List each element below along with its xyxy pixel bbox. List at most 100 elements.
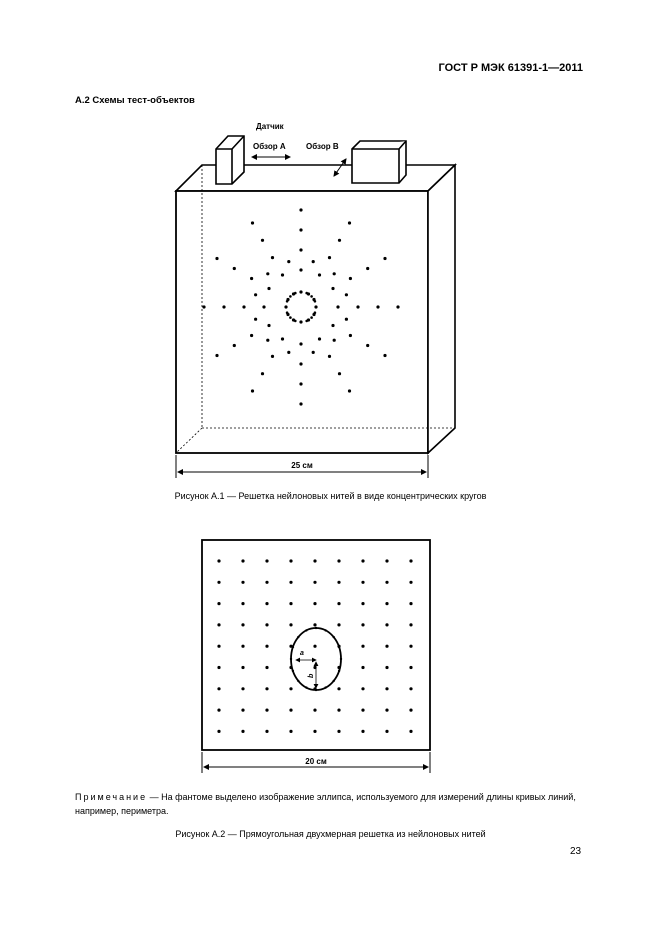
grid-dot — [313, 644, 317, 648]
radial-dot — [202, 305, 206, 309]
radial-dot — [366, 266, 370, 271]
grid-dot — [313, 559, 317, 563]
grid-dot — [361, 623, 365, 627]
grid-dot — [313, 708, 317, 712]
grid-dot — [265, 580, 269, 584]
radial-target-dots — [202, 208, 400, 406]
grid-dot — [337, 602, 341, 606]
grid-dot — [409, 665, 413, 670]
grid-dot — [337, 729, 341, 734]
grid-dot — [241, 644, 245, 648]
grid-dot — [217, 580, 221, 584]
grid-dot — [241, 687, 245, 691]
radial-dot — [287, 260, 291, 264]
radial-dot — [317, 337, 322, 341]
radial-dot — [254, 317, 258, 321]
inner-ring-dot — [310, 316, 313, 319]
grid-dot — [361, 644, 365, 648]
inner-ring-dot — [299, 320, 303, 324]
radial-dot — [250, 276, 254, 281]
grid-dot — [241, 580, 245, 584]
grid-dot — [265, 559, 269, 563]
radial-dot — [299, 342, 303, 346]
view-a-label: Обзор А — [253, 142, 286, 151]
grid-dot — [217, 559, 221, 563]
grid-dot — [265, 687, 269, 691]
grid-dot — [289, 580, 293, 584]
grid-dot — [241, 559, 245, 563]
grid-dot — [409, 580, 413, 584]
radial-dot — [267, 286, 271, 291]
grid-dot — [337, 623, 341, 627]
note-paragraph: Примечание — На фантоме выделено изображ… — [75, 790, 587, 818]
radial-dot — [215, 353, 219, 358]
radial-dot — [376, 305, 380, 309]
grid-dot — [337, 708, 341, 712]
radial-dot — [222, 305, 226, 309]
radial-dot — [383, 256, 387, 261]
grid-dot — [265, 644, 269, 648]
grid-dot — [217, 602, 221, 606]
sensor-label: Датчик — [256, 122, 285, 131]
grid-dot — [385, 708, 389, 712]
grid-dot — [241, 708, 245, 712]
inner-ring-dot — [294, 319, 297, 323]
radial-dot — [260, 372, 265, 376]
inner-ring-dot — [299, 290, 303, 294]
grid-dot — [385, 644, 389, 648]
grid-dot — [241, 602, 245, 606]
grid-dot — [385, 729, 389, 734]
grid-dot — [409, 644, 413, 648]
radial-dot — [262, 305, 266, 309]
radial-dot — [299, 208, 303, 212]
figure-a2-caption: Рисунок А.2 — Прямоугольная двухмерная р… — [175, 829, 486, 839]
view-b-label: Обзор В — [306, 142, 339, 151]
radial-dot — [366, 343, 370, 348]
radial-dot — [242, 305, 246, 309]
radial-dot — [270, 354, 275, 358]
radial-dot — [344, 293, 348, 297]
radial-dot — [344, 317, 348, 321]
radial-dot — [299, 228, 303, 232]
grid-dot — [241, 623, 245, 627]
radial-dot — [383, 353, 387, 358]
grid-dot — [289, 729, 293, 734]
section-title: А.2 Схемы тест-объектов — [75, 95, 195, 106]
radial-dot — [232, 266, 236, 271]
inner-ring-dot — [294, 291, 297, 295]
grid-dot — [313, 602, 317, 606]
radial-dot — [254, 293, 258, 297]
radial-dot — [337, 238, 342, 242]
radial-dot — [260, 238, 265, 242]
radial-dot — [311, 260, 315, 264]
semi-axis-a-label: a — [300, 650, 304, 657]
radial-dot — [311, 350, 315, 354]
radial-dot — [266, 338, 270, 342]
radial-dot — [250, 389, 255, 393]
grid-dot — [313, 623, 317, 627]
grid-target-dots — [217, 559, 413, 734]
page-number: 23 — [570, 846, 582, 857]
dimension-line-20cm — [201, 752, 431, 773]
radial-dot — [396, 305, 400, 309]
grid-dot — [241, 729, 245, 734]
grid-dot — [217, 708, 221, 712]
grid-dot — [409, 687, 413, 691]
inner-ring-dot — [284, 305, 288, 309]
grid-dot — [361, 708, 365, 712]
grid-dot — [265, 602, 269, 606]
radial-dot — [327, 354, 332, 358]
grid-dot — [361, 729, 365, 734]
grid-dot — [217, 687, 221, 691]
radial-dot — [348, 276, 352, 281]
grid-dot — [265, 708, 269, 712]
radial-dot — [299, 382, 303, 386]
grid-dot — [337, 687, 341, 691]
transducer-b — [351, 140, 407, 184]
grid-dot — [361, 602, 365, 606]
grid-dot — [409, 559, 413, 563]
semi-axis-b-label: b — [308, 673, 315, 678]
grid-dot — [409, 602, 413, 606]
inner-ring-dot — [285, 300, 289, 303]
grid-dot — [385, 665, 389, 670]
